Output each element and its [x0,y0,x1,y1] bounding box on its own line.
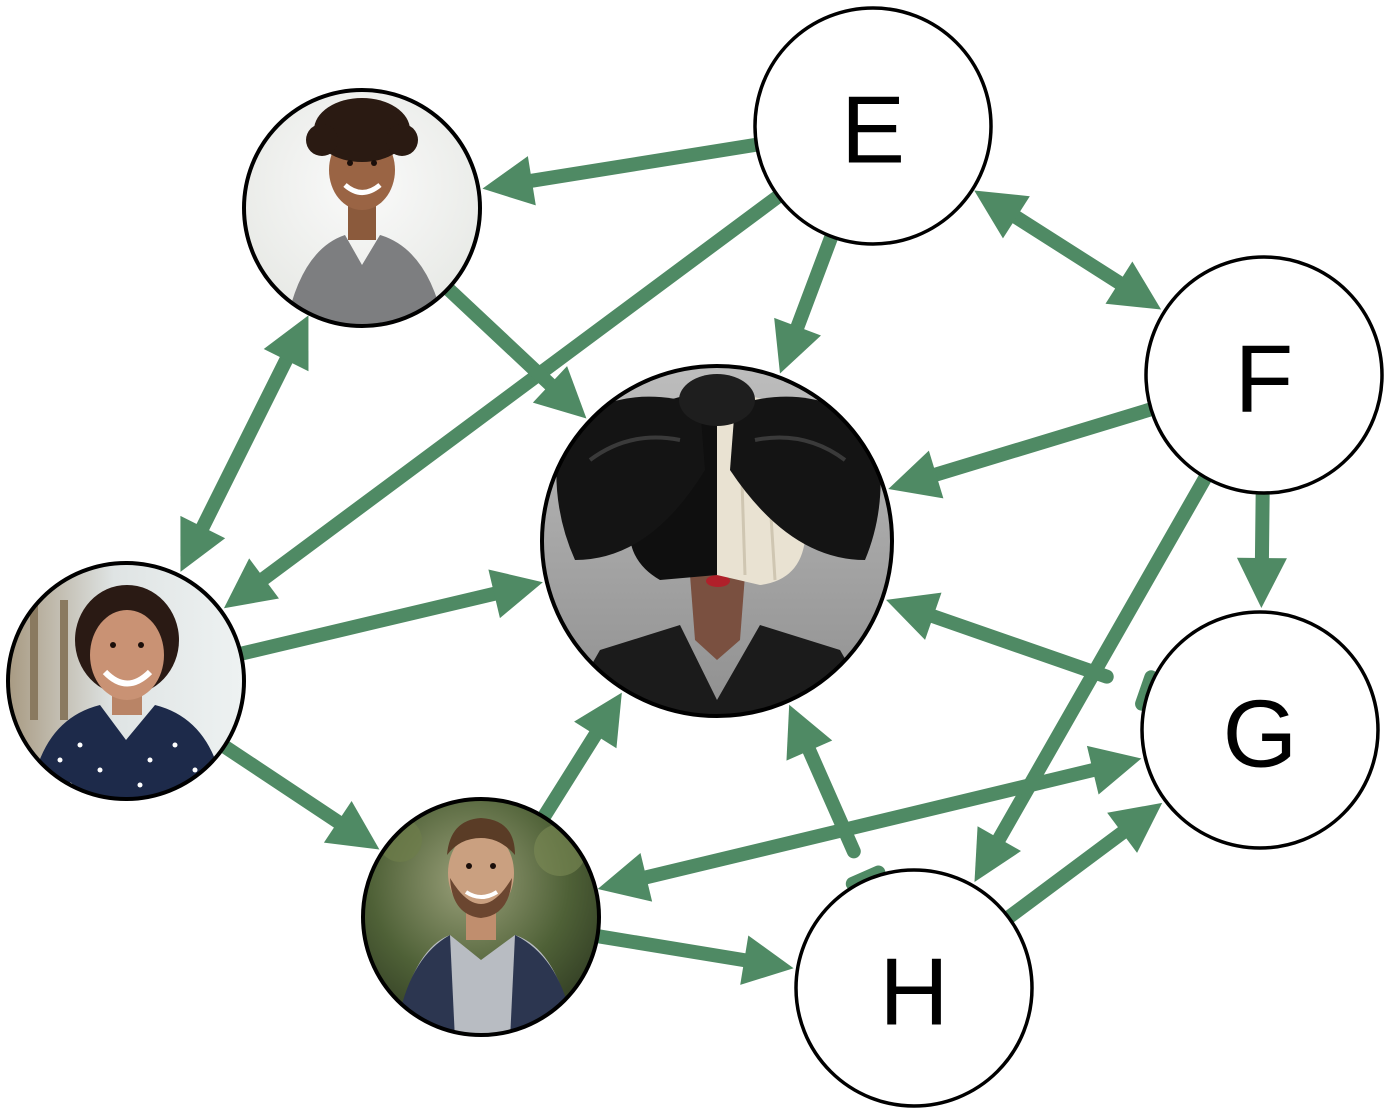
edge-man-beard-to-g-arrowhead [1086,745,1142,795]
edge-man-curly-to-woman-arrowhead-reverse [263,315,309,372]
edge-f-to-g [1254,487,1270,572]
edge-e-to-woman [252,190,784,590]
edge-f-to-g-arrowhead [1236,557,1287,609]
edge-man-beard-to-g-arrowhead-reverse [597,853,653,902]
edge-man-beard-to-sia [537,722,606,823]
node-f-label: F [1235,326,1294,433]
portrait-curly-hair-man-icon [244,90,480,326]
edge-man-curly-to-sia [442,283,562,396]
edge-e-to-sia-arrowhead [774,317,821,374]
edge-h-to-g [1003,822,1134,924]
edge-woman-to-sia [235,585,508,661]
edge-g-to-sia-arrowhead [886,592,942,640]
edge-h-to-g-arrowhead [1107,802,1163,853]
edge-h-to-sia-arrowhead [786,704,833,761]
photo-node-sia[interactable] [540,364,895,720]
edge-man-beard-to-h [592,929,758,969]
edges-layer [180,138,1287,985]
edge-woman-to-man-beard [218,740,350,833]
edge-f-to-h-arrowhead [974,826,1021,883]
edge-man-curly-to-woman-arrowhead [180,515,226,572]
edge-man-beard-to-g [633,761,1106,886]
node-e-label: E [841,77,905,184]
node-h[interactable]: H [794,868,1034,1108]
edge-e-to-woman-arrowhead [223,558,279,609]
edge-woman-to-sia-arrowhead [488,569,543,619]
edge-f-to-sia-arrowhead [888,450,944,499]
edge-e-to-man-curly-arrowhead [482,156,536,206]
node-g-label: G [1223,681,1298,788]
node-g[interactable]: G [1140,610,1380,850]
edge-f-to-sia [923,402,1157,484]
edge-man-curly-to-woman [193,347,296,540]
photo-node-woman[interactable] [6,561,246,801]
edge-g-to-sia [920,607,1114,684]
edge-e-to-f [1004,207,1131,293]
portrait-smiling-woman-icon [8,563,244,799]
edge-h-to-sia [799,738,861,859]
edge-e-to-f-arrowhead [1105,261,1162,310]
node-f[interactable]: F [1144,255,1384,495]
edge-woman-to-man-beard-arrowhead [323,800,380,850]
edge-e-to-f-arrowhead-reverse [974,190,1030,239]
node-e[interactable]: E [753,6,993,246]
edge-e-to-sia [788,231,838,340]
edge-h-to-sia-tail-bar [845,865,886,891]
edge-g-to-sia-tail-bar [1135,670,1159,711]
node-h-label: H [879,939,948,1046]
edge-man-beard-to-sia-arrowhead [574,692,622,749]
edge-man-beard-to-h-arrowhead [740,935,794,985]
edge-man-curly-to-sia-arrowhead [532,366,587,419]
photo-node-man-beard[interactable] [361,797,601,1040]
edge-e-to-man-curly [518,138,762,189]
photo-node-man-curly[interactable] [242,88,482,330]
